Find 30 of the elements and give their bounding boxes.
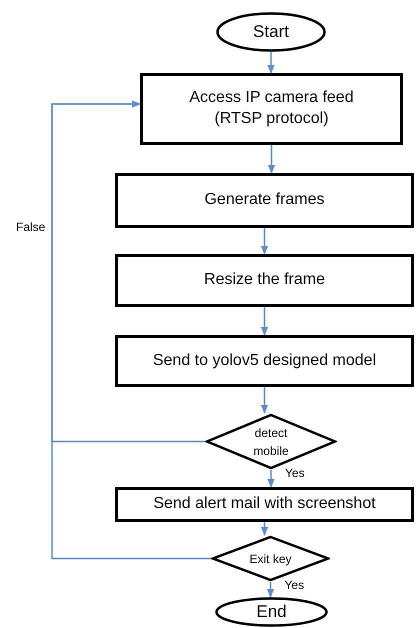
arrow: [260, 387, 268, 414]
node-label: Send alert mail with screenshot: [153, 494, 376, 514]
process-box: [140, 73, 403, 145]
arrow: [267, 470, 275, 488]
node-label: detect mobile: [252, 424, 290, 460]
arrow: [266, 582, 274, 598]
decision-diamond: [205, 413, 337, 470]
arrow: [268, 145, 276, 174]
edge-label: Yes: [285, 466, 305, 480]
arrow: [260, 522, 268, 536]
arrow: [51, 100, 211, 560]
node-label: Generate frames: [204, 190, 325, 210]
process-box: [115, 173, 414, 228]
decision-diamond: [211, 535, 330, 582]
terminal-ellipse: [215, 597, 328, 627]
process-box: [115, 487, 414, 522]
arrow: [267, 52, 275, 74]
arrow: [260, 228, 268, 255]
node-label: Exit key: [248, 550, 292, 568]
edge-label: Yes: [284, 578, 304, 592]
node-label: End: [256, 600, 287, 623]
arrow: [260, 307, 268, 336]
node-label: Send to yolov5 designed model: [152, 350, 376, 371]
node-label: Access IP camera feed (RTSP protocol): [188, 88, 355, 129]
process-box: [115, 254, 414, 307]
process-box: [115, 335, 414, 387]
edge-label: False: [16, 220, 46, 234]
node-label: Resize the frame: [204, 270, 325, 290]
terminal-ellipse: [216, 12, 326, 52]
node-label: Start: [253, 20, 289, 43]
